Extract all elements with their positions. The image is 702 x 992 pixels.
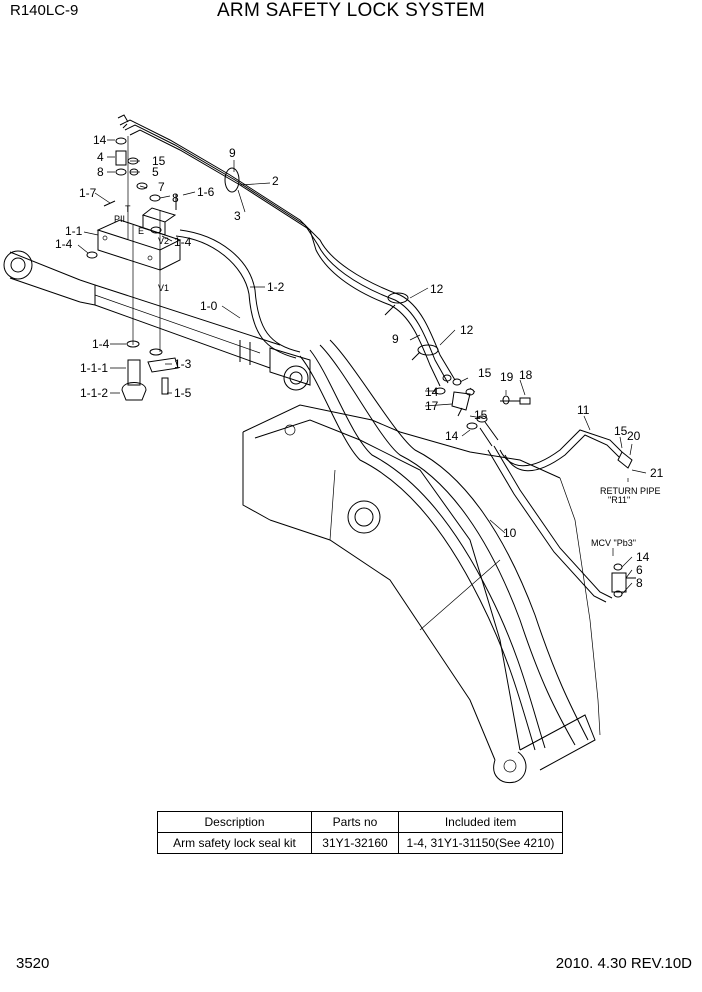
callout-label: 19 [500,370,514,384]
table-cell: 1-4, 31Y1-31150(See 4210) [398,832,563,854]
callout-label: 15 [478,366,492,380]
callout-label: 4 [97,150,104,164]
callout-label: 14 [636,550,650,564]
callout-label: 5 [152,165,159,179]
callout-label: T [125,204,131,214]
connector-block [434,374,531,447]
callout-label: 1-4 [92,337,110,351]
callout-label: 12 [430,282,444,296]
page-title: ARM SAFETY LOCK SYSTEM [216,0,486,21]
callout-label: 1-6 [197,185,215,199]
callout-label: 15 [474,408,488,422]
callout-label: "R11" [608,495,630,505]
seal-kit-table: Description Parts no Included item Arm s… [157,811,563,854]
callout-label: 9 [229,146,236,160]
callout-label: 1-4 [55,237,73,251]
callout-label: 11 [577,403,590,417]
callout-label: 1-7 [79,186,97,200]
table-header-row: Description Parts no Included item [157,811,563,833]
callout-label: PII [114,214,125,224]
callout-label: MCV "Pb3" [591,538,636,548]
callout-label: 8 [172,191,179,205]
page-number: 3520 [16,955,50,972]
callout-label: 14 [425,385,439,399]
callout-label: 12 [460,323,474,337]
column-header: Description [157,811,312,833]
table-row: Arm safety lock seal kit 31Y1-32160 1-4,… [157,832,563,854]
callout-label: E [138,226,144,236]
callout-label: 1-2 [267,280,285,294]
callout-label: 7 [158,180,165,194]
callout-label: 18 [519,368,533,382]
callout-label: 1-4 [174,235,192,249]
model-label: R140LC-9 [10,2,79,19]
callout-label: 10 [503,526,517,540]
fitting-stack [86,136,179,401]
callout-label: 8 [97,165,104,179]
hose-1-2 [175,229,301,359]
callout-label: 8 [636,576,643,590]
callout-label: 1-0 [200,299,218,313]
callout-labels: 14 4 15 8 5 9 2 3 1-7 7 1-6 8 PII T E V2… [55,133,664,590]
callout-label: 15 [152,154,166,168]
callout-label: 15 [614,424,628,438]
callout-label: 20 [627,429,641,443]
callout-label: 2 [272,174,279,188]
callout-label: 21 [650,466,664,480]
column-header: Included item [398,811,563,833]
callout-label: 1-1 [65,224,83,238]
callout-label: 1-1-1 [80,361,108,375]
callout-label: RETURN PIPE [600,486,661,496]
callout-label: 17 [425,399,439,413]
callout-label: V2 [158,236,169,246]
pipes-10-11 [487,429,636,603]
boom-hoses [299,339,589,751]
boom-structure [242,404,601,784]
callout-label: 1-1-2 [80,386,108,400]
leader-lines [77,139,647,595]
callout-label: 1-5 [174,386,192,400]
callout-label: 3 [234,209,241,223]
callout-label: 14 [93,133,107,147]
callout-label: V1 [158,283,169,293]
pipes-2-3 [117,114,456,387]
callout-label: 14 [445,429,459,443]
revision-date: 2010. 4.30 REV.10D [555,955,692,972]
column-header: Parts no [311,811,399,833]
table-cell: 31Y1-32160 [311,832,399,854]
callout-label: 9 [392,332,399,346]
callout-label: 1-3 [174,357,192,371]
table-cell: Arm safety lock seal kit [157,832,312,854]
arm-cylinder [3,250,311,391]
callout-label: 6 [636,563,643,577]
